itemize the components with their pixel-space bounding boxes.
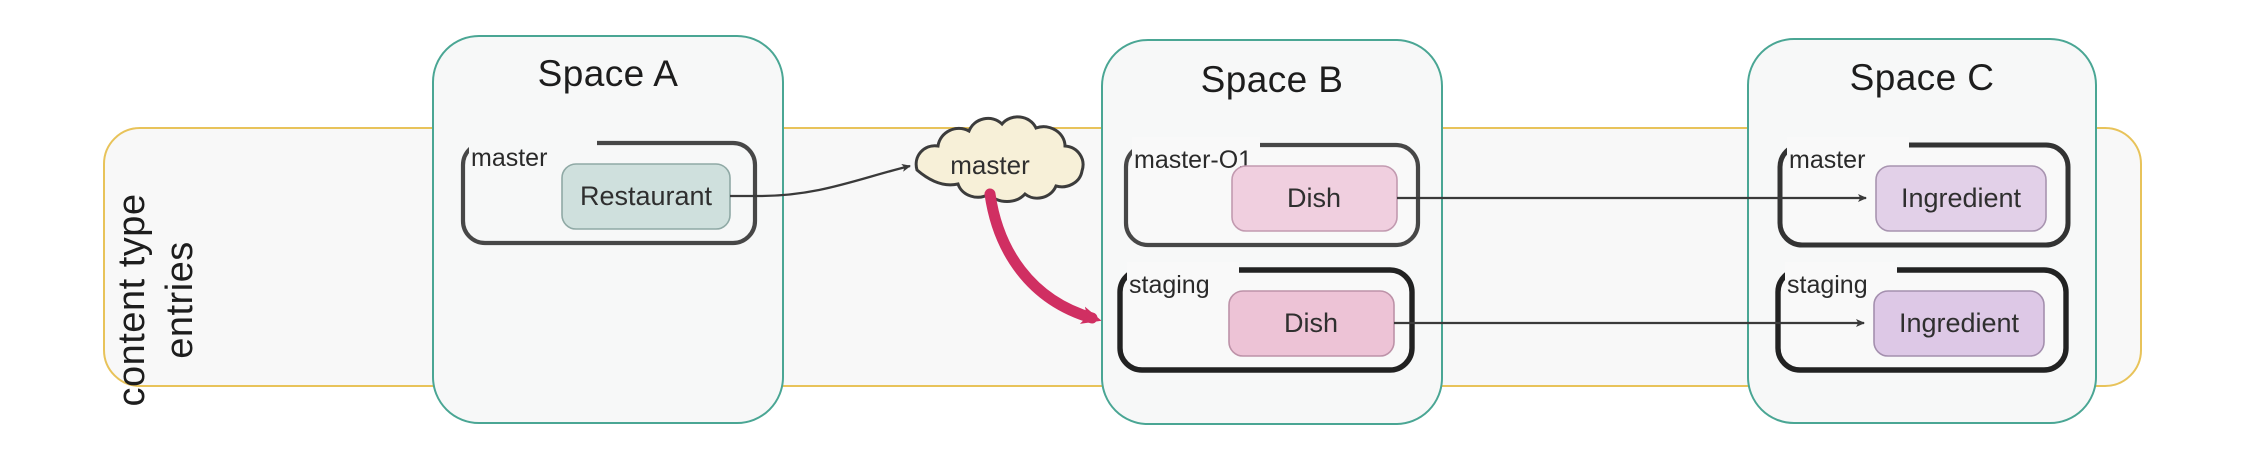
space-c-staging-environment[interactable]: staging Ingredient xyxy=(1775,262,2069,373)
space-b-master-01-label: master-O1 xyxy=(1134,146,1252,174)
space-b-container[interactable]: Space B master-O1 Dish staging Dish xyxy=(1101,39,1443,425)
space-a-container[interactable]: Space A master Restaurant xyxy=(432,35,784,424)
space-a-title: Space A xyxy=(538,53,679,94)
content-type-restaurant[interactable]: Restaurant xyxy=(561,163,731,230)
space-b-staging-label-mask xyxy=(1127,262,1239,292)
content-type-dish-master-label: Dish xyxy=(1287,183,1341,213)
space-a-master-label: master xyxy=(471,144,547,172)
space-c-master-environment[interactable]: master Ingredient xyxy=(1777,137,2071,248)
connector-restaurant-to-cloud xyxy=(730,163,911,198)
space-c-master-label: master xyxy=(1789,146,1865,174)
space-b-master-01-environment[interactable]: master-O1 Dish xyxy=(1123,137,1421,248)
space-c-master-label-mask xyxy=(1787,137,1909,167)
content-type-ingredient-staging-rect xyxy=(1873,290,2045,357)
restaurant-to-cloud-path xyxy=(730,163,911,198)
content-type-band-label-line1: content type xyxy=(111,193,153,406)
space-b-title: Space B xyxy=(1201,59,1344,100)
content-type-band-label-line2: entries xyxy=(159,241,201,359)
content-type-ingredient-master-label: Ingredient xyxy=(1901,183,2022,213)
space-c-staging-label-mask xyxy=(1785,262,1897,292)
content-type-ingredient-master-rect xyxy=(1875,165,2047,232)
cloud-master[interactable]: master xyxy=(914,115,1085,203)
space-a-master-label-mask xyxy=(469,135,597,165)
space-c-container[interactable]: Space C master Ingredient staging Ingred xyxy=(1747,38,2097,424)
content-type-ingredient-staging[interactable]: Ingredient xyxy=(1873,290,2045,357)
content-type-ingredient-master[interactable]: Ingredient xyxy=(1875,165,2047,232)
connector-cloud-to-staging-dish xyxy=(984,188,1102,324)
space-c-staging-label: staging xyxy=(1787,271,1868,299)
space-c-title: Space C xyxy=(1850,57,1995,98)
content-type-dish-staging[interactable]: Dish xyxy=(1228,290,1395,357)
space-a-master-environment[interactable]: master Restaurant xyxy=(460,135,758,246)
content-type-dish-staging-label: Dish xyxy=(1284,308,1338,338)
content-type-restaurant-label: Restaurant xyxy=(580,181,713,211)
space-b-staging-environment[interactable]: staging Dish xyxy=(1117,262,1415,373)
cloud-to-staging-dish-path xyxy=(984,188,1102,324)
content-type-dish-master[interactable]: Dish xyxy=(1231,165,1398,232)
space-b-master-01-label-mask xyxy=(1132,137,1260,167)
content-type-ingredient-staging-label: Ingredient xyxy=(1899,308,2020,338)
space-b-staging-label: staging xyxy=(1129,271,1210,299)
cloud-master-label: master xyxy=(950,150,1030,180)
